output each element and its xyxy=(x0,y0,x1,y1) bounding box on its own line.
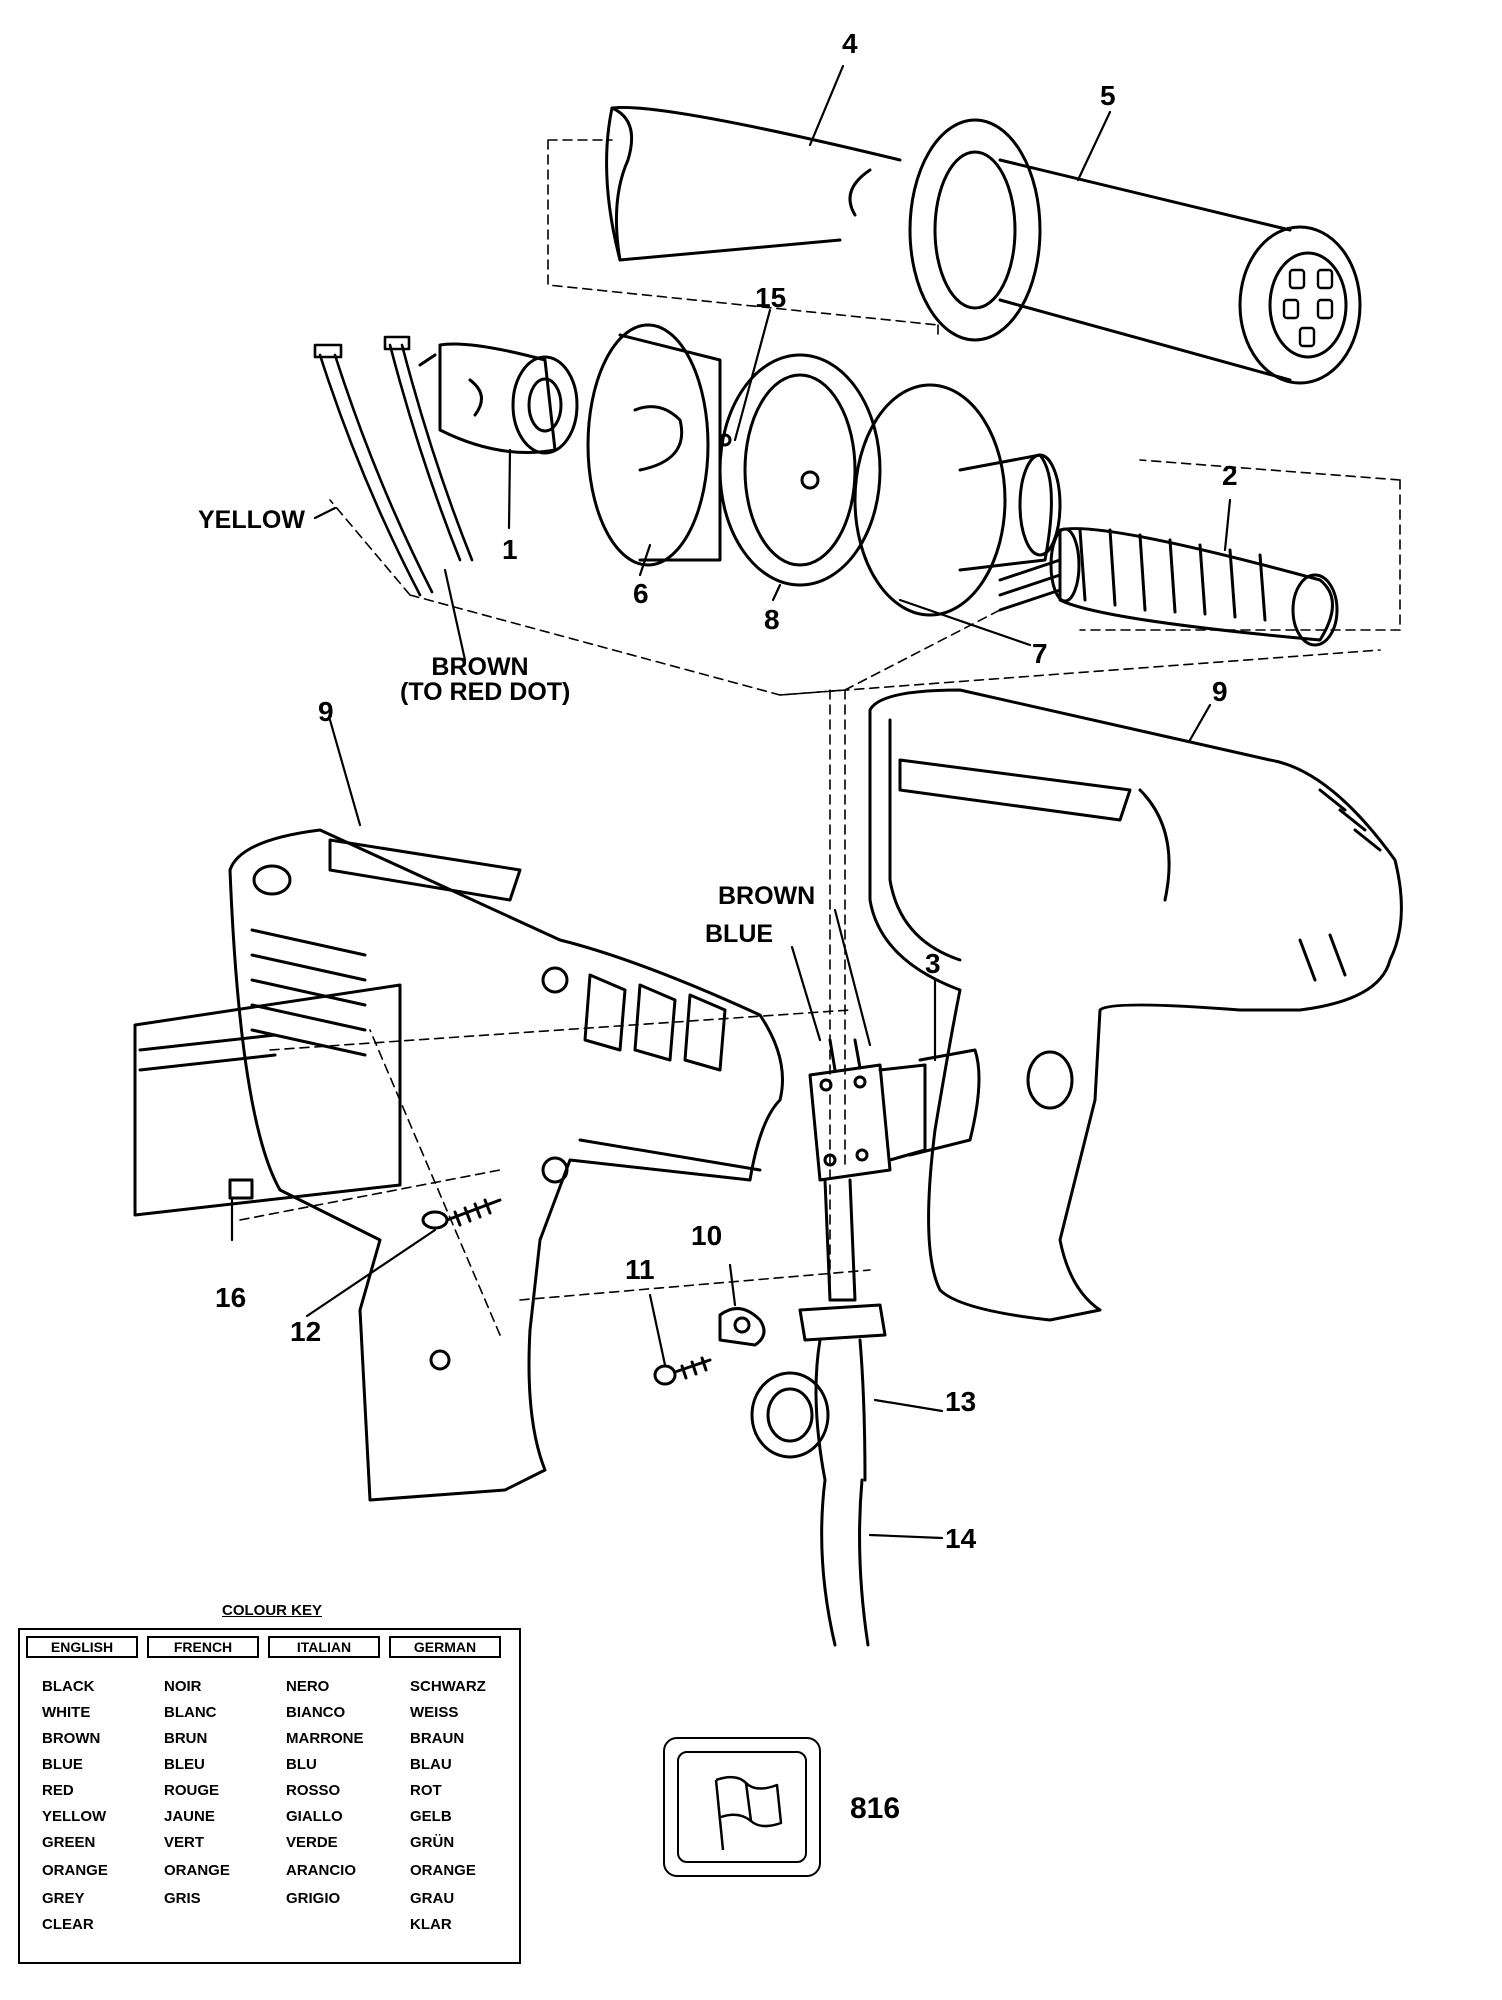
colour-key-title: COLOUR KEY xyxy=(221,1602,322,1619)
part-label-4: 4 xyxy=(842,28,858,59)
colour-key-column-english: ENGLISH xyxy=(26,1636,138,1658)
colour-key-cell: ORANGE xyxy=(410,1862,476,1879)
colour-key-cell: BRAUN xyxy=(410,1730,465,1747)
flag-icon-box xyxy=(663,1737,821,1877)
colour-key-cell: GRAU xyxy=(410,1890,455,1907)
part-label-5: 5 xyxy=(1100,80,1116,111)
colour-key-column-french: FRENCH xyxy=(147,1636,259,1658)
colour-key-cell: WHITE xyxy=(42,1704,91,1721)
colour-key-cell: BLU xyxy=(286,1756,317,1773)
page-number: 816 xyxy=(850,1792,901,1825)
colour-key-cell: GIALLO xyxy=(286,1808,343,1825)
colour-key-header: GERMAN xyxy=(389,1636,501,1658)
colour-key-cell: ARANCIO xyxy=(286,1862,356,1879)
colour-key-cell: GRIGIO xyxy=(286,1890,341,1907)
part-label-3: 3 xyxy=(925,948,941,979)
part-2-heating-element xyxy=(998,527,1339,647)
part-1-motor xyxy=(418,342,579,455)
colour-key-header: FRENCH xyxy=(147,1636,259,1658)
part-9-housing-left xyxy=(228,828,784,1502)
colour-key-cell: CLEAR xyxy=(42,1916,94,1933)
part-label-1: 1 xyxy=(502,534,518,565)
colour-key-cell: NERO xyxy=(286,1678,330,1695)
colour-key-cell: ROSSO xyxy=(286,1782,341,1799)
colour-key-cell: VERDE xyxy=(286,1834,338,1851)
wire-label-yellow: YELLOW xyxy=(198,506,305,534)
flag-icon xyxy=(714,1775,783,1851)
colour-key-cell: GREEN xyxy=(42,1834,96,1851)
part-label-9-left: 9 xyxy=(318,696,334,727)
part-16-label-plate xyxy=(133,983,402,1217)
part-10-clamp xyxy=(718,1307,766,1347)
colour-key-cell: ROUGE xyxy=(164,1782,220,1799)
wire-label-brown-switch: BROWN xyxy=(718,882,816,910)
part-label-6: 6 xyxy=(633,578,649,609)
part-label-15: 15 xyxy=(755,282,787,313)
colour-key-cell: KLAR xyxy=(410,1916,452,1933)
part-label-14: 14 xyxy=(945,1523,977,1554)
part-9-housing-right xyxy=(868,688,1403,1322)
part-13-14-cable xyxy=(750,1178,887,1647)
part-5-barrel xyxy=(908,118,1362,385)
colour-key-column-german: GERMAN xyxy=(389,1636,501,1658)
part-label-10: 10 xyxy=(691,1220,723,1251)
colour-key-cell: BROWN xyxy=(42,1730,101,1747)
colour-key-cell: ORANGE xyxy=(42,1862,108,1879)
wire-label-blue-switch: BLUE xyxy=(705,920,774,948)
colour-key-cell: JAUNE xyxy=(164,1808,215,1825)
colour-key-cell: SCHWARZ xyxy=(410,1678,486,1695)
flag-icon-frame xyxy=(677,1751,807,1863)
colour-key-cell: GREY xyxy=(42,1890,85,1907)
colour-key-cell: BLEU xyxy=(164,1756,205,1773)
part-6-fan-housing xyxy=(586,323,732,567)
wire-label-brown-top: BROWN xyxy=(431,653,529,681)
colour-key-cell: ORANGE xyxy=(164,1862,230,1879)
part-3-switch xyxy=(808,1038,981,1182)
part-label-7: 7 xyxy=(1032,638,1048,669)
colour-key-cell: GRÜN xyxy=(410,1834,455,1851)
part-7-heat-shield xyxy=(853,383,1062,617)
leader-lines xyxy=(230,64,1232,1540)
colour-key-cell: BLAU xyxy=(410,1756,452,1773)
colour-key-cell: RED xyxy=(42,1782,74,1799)
part-8-impeller xyxy=(718,353,882,587)
colour-key-cell: GELB xyxy=(410,1808,452,1825)
part-label-16: 16 xyxy=(215,1282,247,1313)
assembly-dashed-lines xyxy=(239,139,1401,1336)
colour-key-header: ENGLISH xyxy=(26,1636,138,1658)
part-label-2: 2 xyxy=(1222,460,1238,491)
colour-key-cell: BLACK xyxy=(42,1678,95,1695)
colour-key-cell: VERT xyxy=(164,1834,205,1851)
colour-key-cell: BLUE xyxy=(42,1756,83,1773)
colour-key-cell: BLANC xyxy=(164,1704,217,1721)
colour-key-table: ENGLISH FRENCH ITALIAN GERMAN BLACK NOIR… xyxy=(18,1628,521,1964)
colour-key-cell: NOIR xyxy=(164,1678,202,1695)
part-label-13: 13 xyxy=(945,1386,977,1417)
colour-key-cell: GRIS xyxy=(164,1890,201,1907)
colour-key-cell: BRUN xyxy=(164,1730,208,1747)
wire-label-to-red-dot: (TO RED DOT) xyxy=(400,678,571,706)
colour-key-cell: WEISS xyxy=(410,1704,459,1721)
part-label-9-right: 9 xyxy=(1212,676,1228,707)
colour-key-cell: ROT xyxy=(410,1782,442,1799)
colour-key-cell: MARRONE xyxy=(286,1730,364,1747)
lead-wires xyxy=(313,335,474,597)
part-12-screw xyxy=(421,1198,502,1230)
part-label-11: 11 xyxy=(625,1254,655,1285)
part-4-sleeve xyxy=(605,105,902,262)
colour-key-header: ITALIAN xyxy=(268,1636,380,1658)
part-label-12: 12 xyxy=(290,1316,322,1347)
part-label-8: 8 xyxy=(764,604,780,635)
colour-key-cell: BIANCO xyxy=(286,1704,346,1721)
colour-key-cell: YELLOW xyxy=(42,1808,107,1825)
colour-key-column-italian: ITALIAN xyxy=(268,1636,380,1658)
